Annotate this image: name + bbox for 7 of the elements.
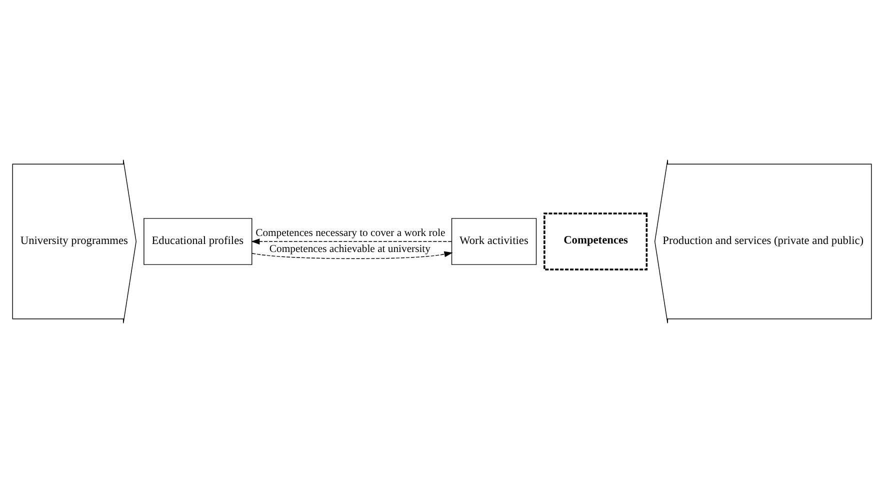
node-box: Competences xyxy=(544,212,648,270)
arrow xyxy=(252,250,453,258)
node-box: Educational profiles xyxy=(144,218,252,264)
edge-label: Competences achievable at university xyxy=(269,244,430,255)
arrow xyxy=(251,238,452,244)
node-box: Work activities xyxy=(451,218,537,264)
edge-label: Competences necessary to cover a work role xyxy=(256,227,446,238)
